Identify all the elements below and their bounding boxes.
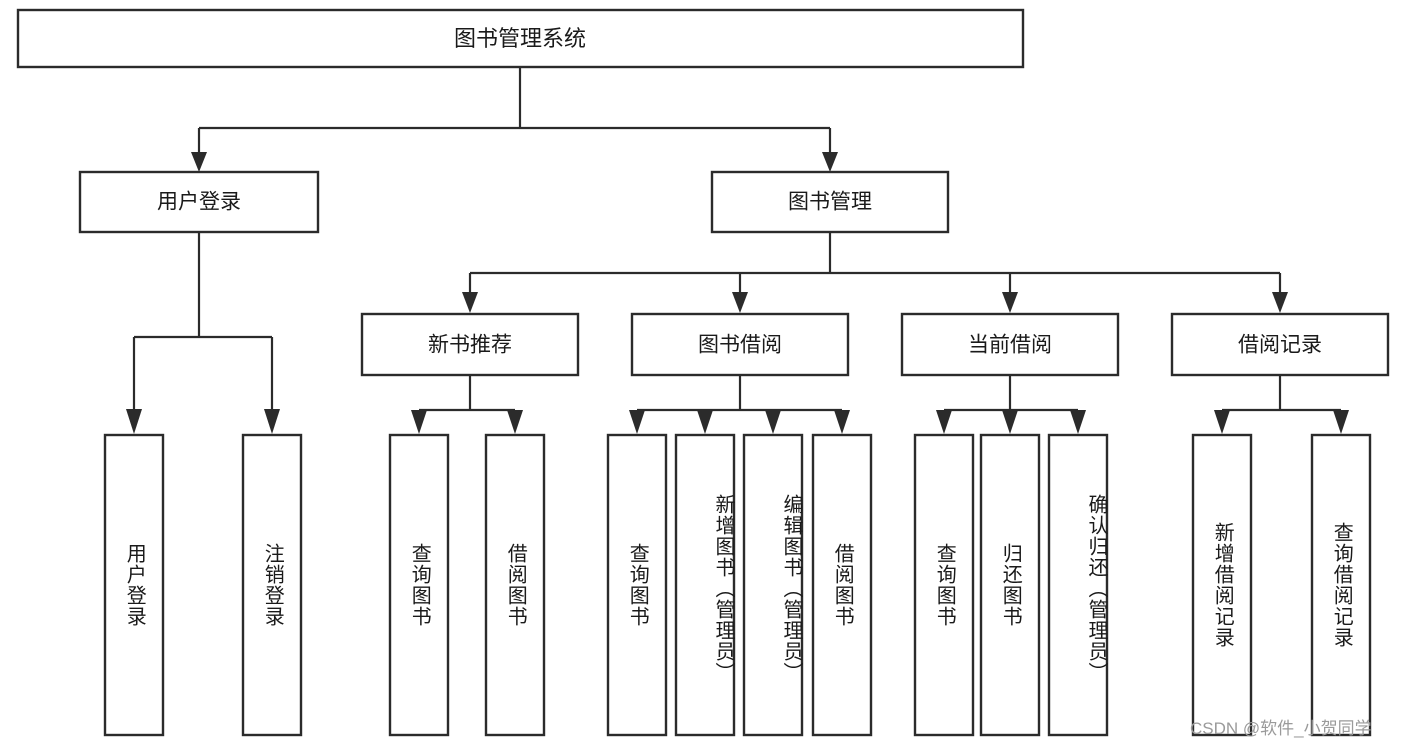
node-current-borrow[interactable]: 当前借阅 xyxy=(900,312,1120,377)
leaf-box-query-book-2[interactable] xyxy=(606,433,668,737)
leaf-box-return-book[interactable] xyxy=(979,433,1041,737)
leaf-box-add-book[interactable] xyxy=(674,433,736,737)
node-new-book-recommend-box[interactable] xyxy=(360,312,580,377)
leaf-box-logout-login[interactable] xyxy=(241,433,303,737)
node-book-management-box[interactable] xyxy=(710,170,950,234)
node-book-management-label: 图书管理 xyxy=(788,191,872,214)
leaf-box-query-record[interactable] xyxy=(1310,433,1372,737)
arrow-head-bookmgmt-3-icon xyxy=(1002,292,1018,313)
node-new-book-recommend[interactable]: 新书推荐 xyxy=(360,312,580,377)
arrow-head-currentborrow-3-icon xyxy=(1070,410,1086,434)
arrow-head-bookmgmt-4-icon xyxy=(1272,292,1288,313)
arrow-head-bookborrow-1-icon xyxy=(629,410,645,434)
leaf-box-query-book-3[interactable] xyxy=(913,433,975,737)
arrow-head-borrowrecord-2-icon xyxy=(1333,410,1349,434)
node-borrow-record[interactable]: 借阅记录 xyxy=(1170,312,1390,377)
node-borrow-record-label: 借阅记录 xyxy=(1238,334,1322,357)
node-book-management[interactable]: 图书管理 xyxy=(710,170,950,234)
arrow-head-bookborrow-2-icon xyxy=(697,410,713,434)
arrow-head-root-2-icon xyxy=(822,152,838,172)
leaf-box-confirm-return[interactable] xyxy=(1047,433,1109,737)
arrow-head-newbook-2-icon xyxy=(507,410,523,434)
node-user-login-label: 用户登录 xyxy=(157,191,241,214)
leaf-box-edit-book[interactable] xyxy=(742,433,804,737)
leaf-box-query-book-1[interactable] xyxy=(388,433,450,737)
arrow-head-newbook-1-icon xyxy=(411,410,427,434)
arrow-head-userlogin-2-icon xyxy=(264,409,280,434)
csdn-watermark: CSDN @软件_小贺同学 xyxy=(1190,719,1372,738)
leaf-box-add-record[interactable] xyxy=(1191,433,1253,737)
node-root[interactable]: 图书管理系统 xyxy=(16,8,1025,69)
node-current-borrow-box[interactable] xyxy=(900,312,1120,377)
leaf-box-borrow-book-1[interactable] xyxy=(484,433,546,737)
arrow-head-currentborrow-1-icon xyxy=(936,410,952,434)
node-book-borrow-label: 图书借阅 xyxy=(698,334,782,357)
node-root-label: 图书管理系统 xyxy=(454,26,586,51)
arrow-head-bookborrow-4-icon xyxy=(834,410,850,434)
arrow-head-root-1-icon xyxy=(191,152,207,172)
node-book-borrow[interactable]: 图书借阅 xyxy=(630,312,850,377)
arrow-head-bookmgmt-1-icon xyxy=(462,292,478,313)
arrow-head-userlogin-1-icon xyxy=(126,409,142,434)
arrow-head-borrowrecord-1-icon xyxy=(1214,410,1230,434)
node-user-login[interactable]: 用户登录 xyxy=(78,170,320,234)
leaf-box-user-login[interactable] xyxy=(103,433,165,737)
node-current-borrow-label: 当前借阅 xyxy=(968,334,1052,357)
node-new-book-recommend-label: 新书推荐 xyxy=(428,334,512,357)
arrow-head-bookmgmt-2-icon xyxy=(732,292,748,313)
node-book-borrow-box[interactable] xyxy=(630,312,850,377)
node-borrow-record-box[interactable] xyxy=(1170,312,1390,377)
leaf-box-borrow-book-2[interactable] xyxy=(811,433,873,737)
node-root-box[interactable] xyxy=(16,8,1025,69)
arrow-head-bookborrow-3-icon xyxy=(765,410,781,434)
arrow-head-currentborrow-2-icon xyxy=(1002,410,1018,434)
